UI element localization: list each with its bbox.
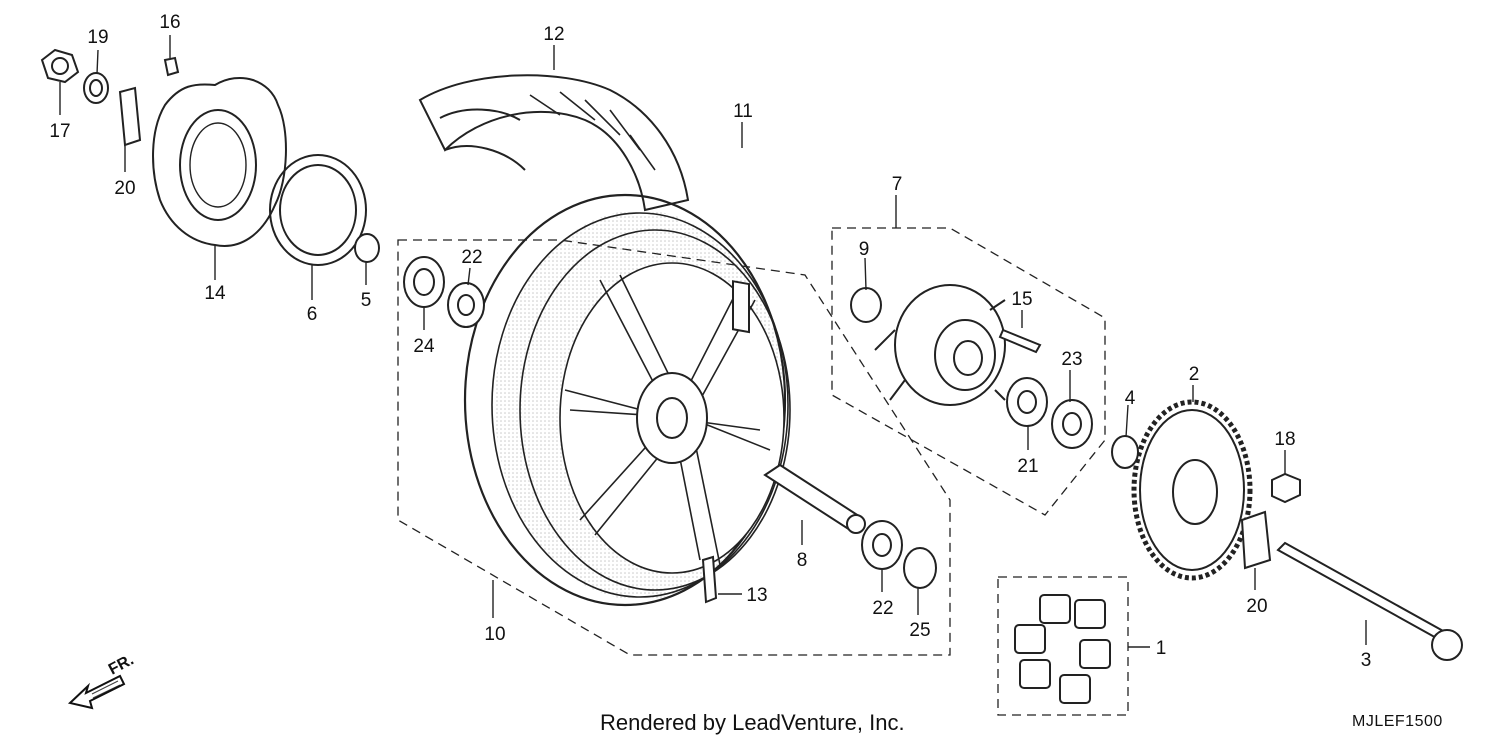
- part-label-1[interactable]: 1: [1156, 638, 1167, 659]
- part-label-16[interactable]: 16: [159, 12, 180, 33]
- sprocket-drawing: [1131, 399, 1253, 581]
- part-label-7[interactable]: 7: [892, 174, 903, 195]
- part-label-19[interactable]: 19: [87, 27, 108, 48]
- part-label-9[interactable]: 9: [859, 239, 870, 260]
- front-direction-marker: FR.: [67, 651, 137, 710]
- diagram-code: MJLEF1500: [1352, 713, 1443, 730]
- part-label-20-left[interactable]: 20: [114, 178, 135, 199]
- hub-flange-drawing: [874, 284, 1006, 406]
- part-label-17[interactable]: 17: [49, 121, 70, 142]
- part-label-23[interactable]: 23: [1061, 349, 1082, 370]
- part-label-5[interactable]: 5: [361, 290, 372, 311]
- part-label-15[interactable]: 15: [1011, 289, 1032, 310]
- part-label-8[interactable]: 8: [797, 550, 808, 571]
- part-label-10[interactable]: 10: [484, 624, 505, 645]
- wheel-drawing: [463, 193, 791, 607]
- part-label-13[interactable]: 13: [746, 585, 767, 606]
- damper-rubbers-drawing: [1014, 594, 1111, 704]
- part-label-3[interactable]: 3: [1361, 650, 1372, 671]
- part-label-24[interactable]: 24: [413, 336, 435, 357]
- part-label-14[interactable]: 14: [204, 283, 226, 304]
- part-label-25[interactable]: 25: [909, 620, 930, 641]
- part-label-2[interactable]: 2: [1189, 364, 1200, 385]
- brake-disc-drawing: [152, 76, 287, 247]
- part-label-4[interactable]: 4: [1125, 388, 1136, 409]
- part-label-6[interactable]: 6: [307, 304, 318, 325]
- part-label-22-lower[interactable]: 22: [872, 598, 893, 619]
- leader-lines: [59, 35, 1367, 648]
- disc-cover-drawing: [269, 154, 367, 266]
- part-label-20-right[interactable]: 20: [1246, 596, 1267, 617]
- front-direction-label: FR.: [106, 651, 137, 678]
- part-label-11[interactable]: 11: [733, 101, 753, 122]
- small-parts-drawing: [40, 48, 1463, 661]
- part-label-18[interactable]: 18: [1274, 429, 1295, 450]
- damper-assembly-outline: [997, 576, 1129, 716]
- part-label-22-upper[interactable]: 22: [461, 247, 482, 268]
- tire-drawing: [418, 74, 690, 212]
- render-credit: Rendered by LeadVenture, Inc.: [600, 710, 905, 735]
- part-label-21[interactable]: 21: [1017, 456, 1038, 477]
- part-label-12[interactable]: 12: [543, 24, 564, 45]
